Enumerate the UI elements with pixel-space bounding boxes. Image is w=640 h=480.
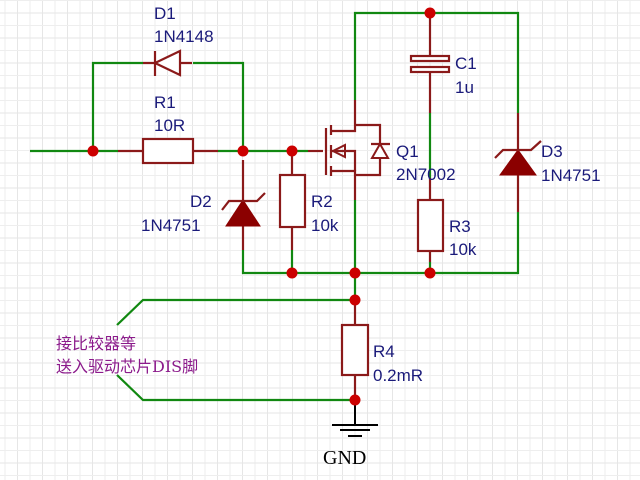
c1-value: 1u xyxy=(455,78,474,97)
wire-sense-bottom xyxy=(116,374,355,402)
wire-top xyxy=(353,11,520,113)
d1-ref: D1 xyxy=(154,4,176,23)
r4-value: 0.2mR xyxy=(373,366,423,385)
note-line-2: 送入驱动芯片DIS脚 xyxy=(56,357,198,376)
wire-sense-top xyxy=(116,298,355,326)
capacitor-c1[interactable] xyxy=(409,13,451,113)
r1-ref: R1 xyxy=(154,93,176,112)
junction-dot xyxy=(286,267,298,279)
d3-value: 1N4751 xyxy=(541,166,601,185)
d2-ref: D2 xyxy=(190,192,212,211)
junction-dot xyxy=(349,267,361,279)
q1-value: 2N7002 xyxy=(396,165,456,184)
junctions xyxy=(87,7,436,406)
junction-dot xyxy=(424,7,436,19)
resistor-r4[interactable] xyxy=(340,300,370,400)
r3-value: 10k xyxy=(449,240,477,259)
junction-dot xyxy=(237,145,249,157)
mosfet-q1[interactable] xyxy=(308,100,390,200)
junction-dot xyxy=(424,267,436,279)
wire-d1-right xyxy=(193,61,245,151)
note-line-1: 接比较器等 xyxy=(56,334,136,353)
wires xyxy=(30,11,520,402)
r2-ref: R2 xyxy=(311,192,333,211)
resistor-r1[interactable] xyxy=(118,137,218,165)
junction-dot xyxy=(349,394,361,406)
r2-value: 10k xyxy=(311,216,339,235)
q1-ref: Q1 xyxy=(396,142,419,161)
junction-dot xyxy=(286,145,298,157)
wire-bottom-bus xyxy=(241,212,520,275)
junction-dot xyxy=(349,294,361,306)
r1-value: 10R xyxy=(154,116,185,135)
r3-ref: R3 xyxy=(449,217,471,236)
d1-value: 1N4148 xyxy=(154,27,214,46)
junction-dot xyxy=(87,145,99,157)
c1-ref: C1 xyxy=(455,54,477,73)
diode-d1[interactable] xyxy=(143,49,192,77)
r4-ref: R4 xyxy=(373,342,395,361)
resistor-r3[interactable] xyxy=(416,178,445,262)
gnd-label: GND xyxy=(323,447,366,469)
zener-d3[interactable] xyxy=(494,113,542,212)
wire-d1-loop xyxy=(91,61,143,151)
resistor-r2[interactable] xyxy=(278,151,307,250)
d2-value: 1N4751 xyxy=(141,216,201,235)
d3-ref: D3 xyxy=(541,142,563,161)
zener-d2[interactable] xyxy=(221,160,266,250)
